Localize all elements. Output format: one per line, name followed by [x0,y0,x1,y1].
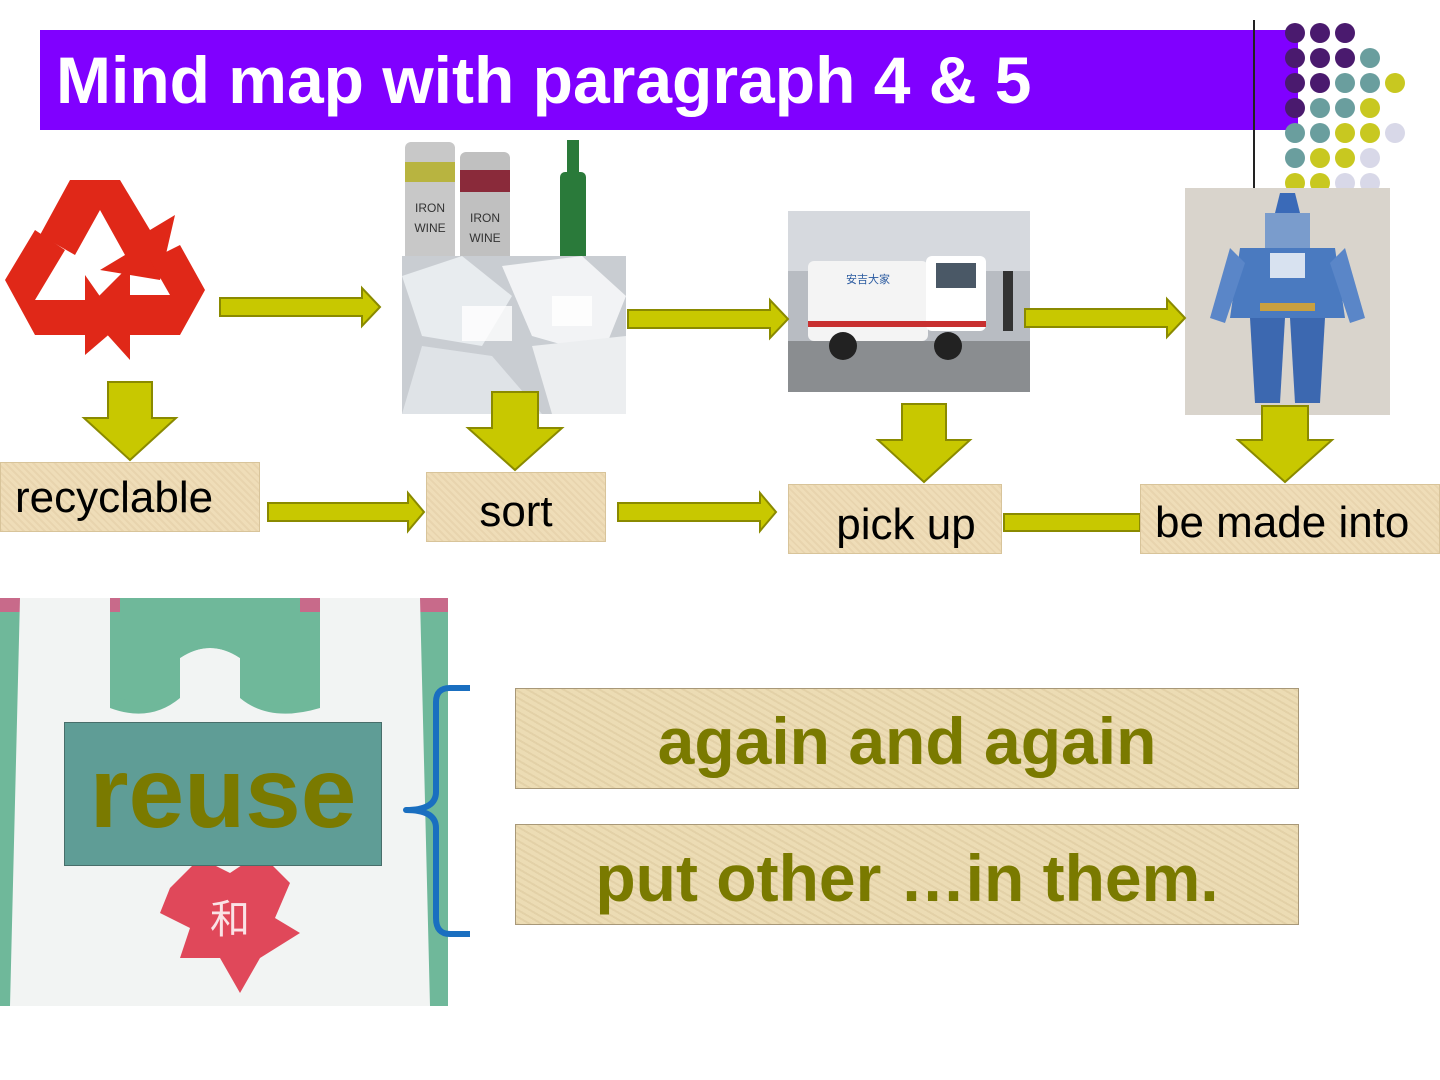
decorative-dot-grid [1285,23,1405,193]
recycle-icon [5,180,205,360]
reuse-item-again-and-again: again and again [515,688,1299,789]
label-be-made-into: be made into [1140,484,1440,554]
reuse-item-put-other-in-them: put other …in them. [515,824,1299,925]
label-recyclable: recyclable [0,462,260,532]
label-sort: sort [426,472,606,542]
bag-logo-char: 和 [210,897,250,943]
curly-brace [403,685,470,937]
can-text-2: WINE [414,221,445,235]
reuse-box: reuse [64,722,382,866]
trash-bags-photo [402,256,626,414]
garbage-truck-photo: 安吉大家 [788,211,1030,392]
can-text-4: WINE [469,231,500,245]
can-text-1: IRON [415,201,445,215]
truck-text: 安吉大家 [846,272,890,286]
label-pick-up: pick up [788,484,1002,554]
can-robot-photo [1185,188,1390,415]
page-title: Mind map with paragraph 4 & 5 [40,30,1298,130]
decorative-divider [1253,20,1255,200]
can-text-3: IRON [470,211,500,225]
